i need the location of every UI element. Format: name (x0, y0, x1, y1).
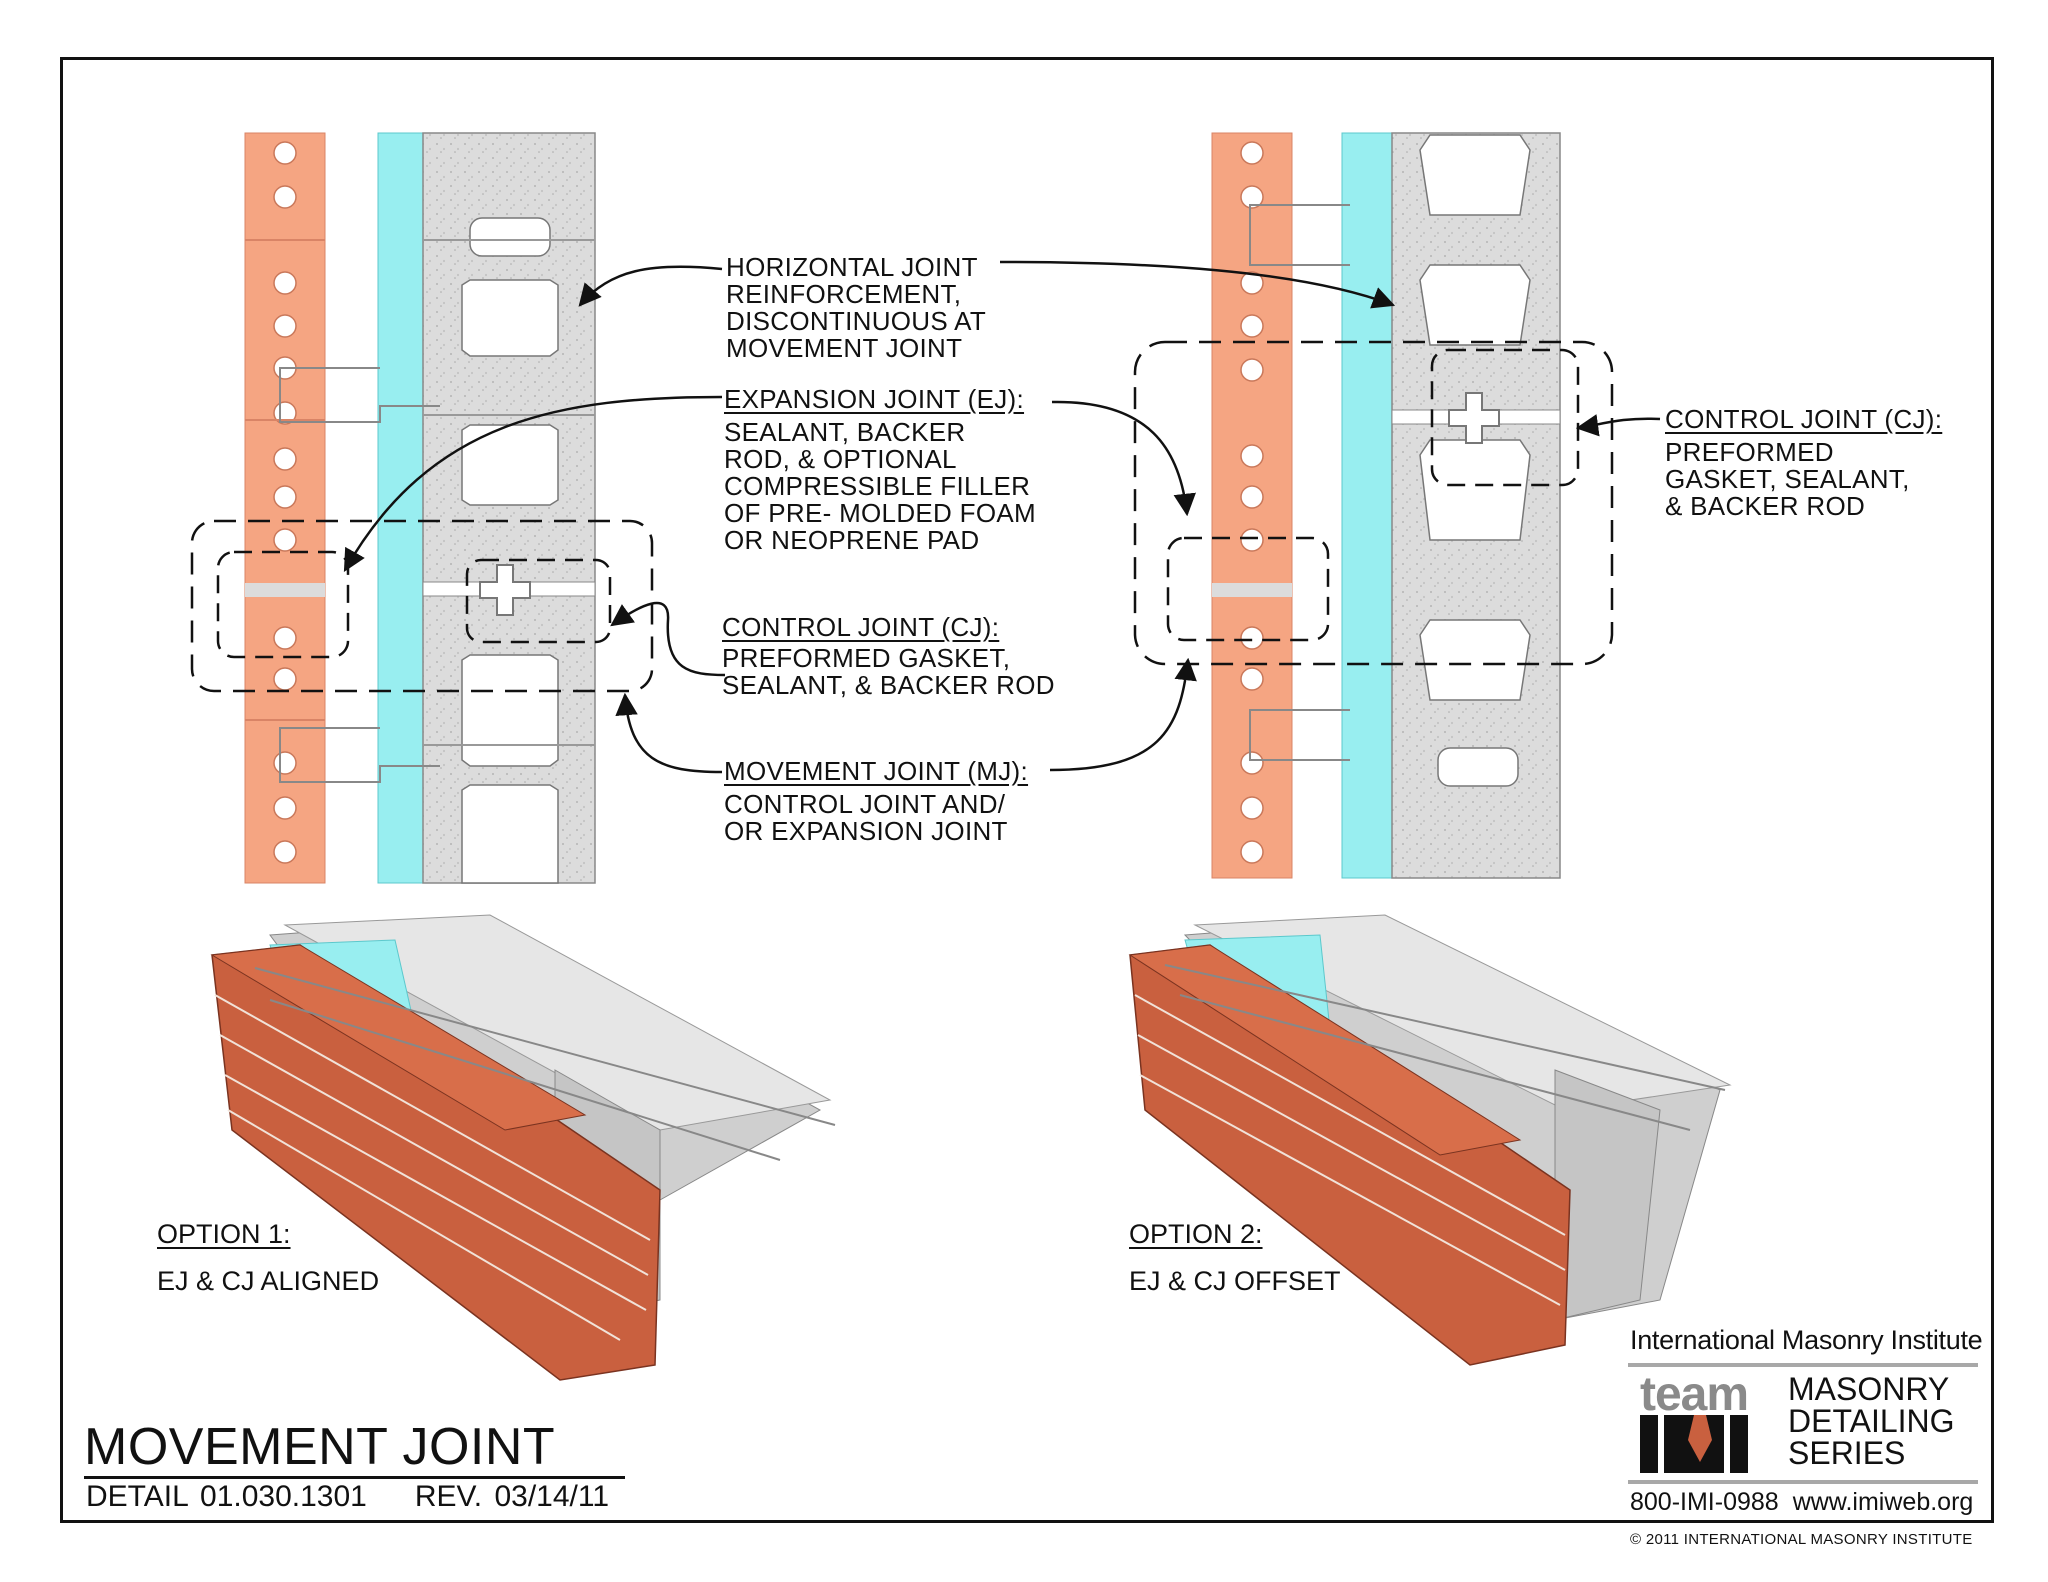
callout-expansion-joint: EXPANSION JOINT (EJ): SEALANT, BACKER RO… (724, 384, 1036, 555)
iso-view-option-1 (210, 914, 836, 1381)
callout-horizontal-joint: HORIZONTAL JOINT REINFORCEMENT, DISCONTI… (726, 252, 987, 363)
section-option-2 (1133, 132, 1614, 879)
option-1-label: OPTION 1: EJ & CJ ALIGNED (157, 1219, 380, 1296)
drawing-frame (60, 57, 1994, 1523)
organization-name: International Masonry Institute (1630, 1325, 1983, 1355)
ej-outline (216, 550, 350, 659)
callout-heading: CONTROL JOINT (CJ): (722, 612, 1000, 642)
callout-heading: EXPANSION JOINT (EJ): (724, 384, 1025, 414)
cmu-gasket (479, 564, 531, 616)
copyright: © 2011 INTERNATIONAL MASONRY INSTITUTE (1630, 1531, 1973, 1548)
imi-logo: International Masonry Institute team MAS… (1628, 1325, 1983, 1525)
iso-view-option-2 (1128, 914, 1732, 1366)
option-2-label: OPTION 2: EJ & CJ OFFSET (1129, 1219, 1341, 1296)
callout-movement-joint: MOVEMENT JOINT (MJ): CONTROL JOINT AND/ … (724, 756, 1029, 846)
team-wordmark: team (1640, 1368, 1749, 1421)
leader-lines (343, 260, 1661, 774)
callout-control-joint-right: CONTROL JOINT (CJ): PREFORMED GASKET, SE… (1665, 404, 1943, 521)
series-name: MASONRY DETAILING SERIES (1788, 1371, 1955, 1471)
section-option-1 (190, 132, 654, 884)
cj-outline (465, 558, 612, 644)
mj-outline (190, 519, 654, 693)
callout-heading: CONTROL JOINT (CJ): (1665, 404, 1943, 434)
wall-ties (279, 367, 440, 783)
imi-logo-mark (1640, 1415, 1748, 1473)
insulation (377, 132, 424, 884)
callout-heading: MOVEMENT JOINT (MJ): (724, 756, 1029, 786)
callout-control-joint: CONTROL JOINT (CJ): PREFORMED GASKET, SE… (722, 612, 1055, 700)
brick-joint-gap (245, 583, 325, 597)
drawing-title: MOVEMENT JOINT (84, 1418, 626, 1479)
